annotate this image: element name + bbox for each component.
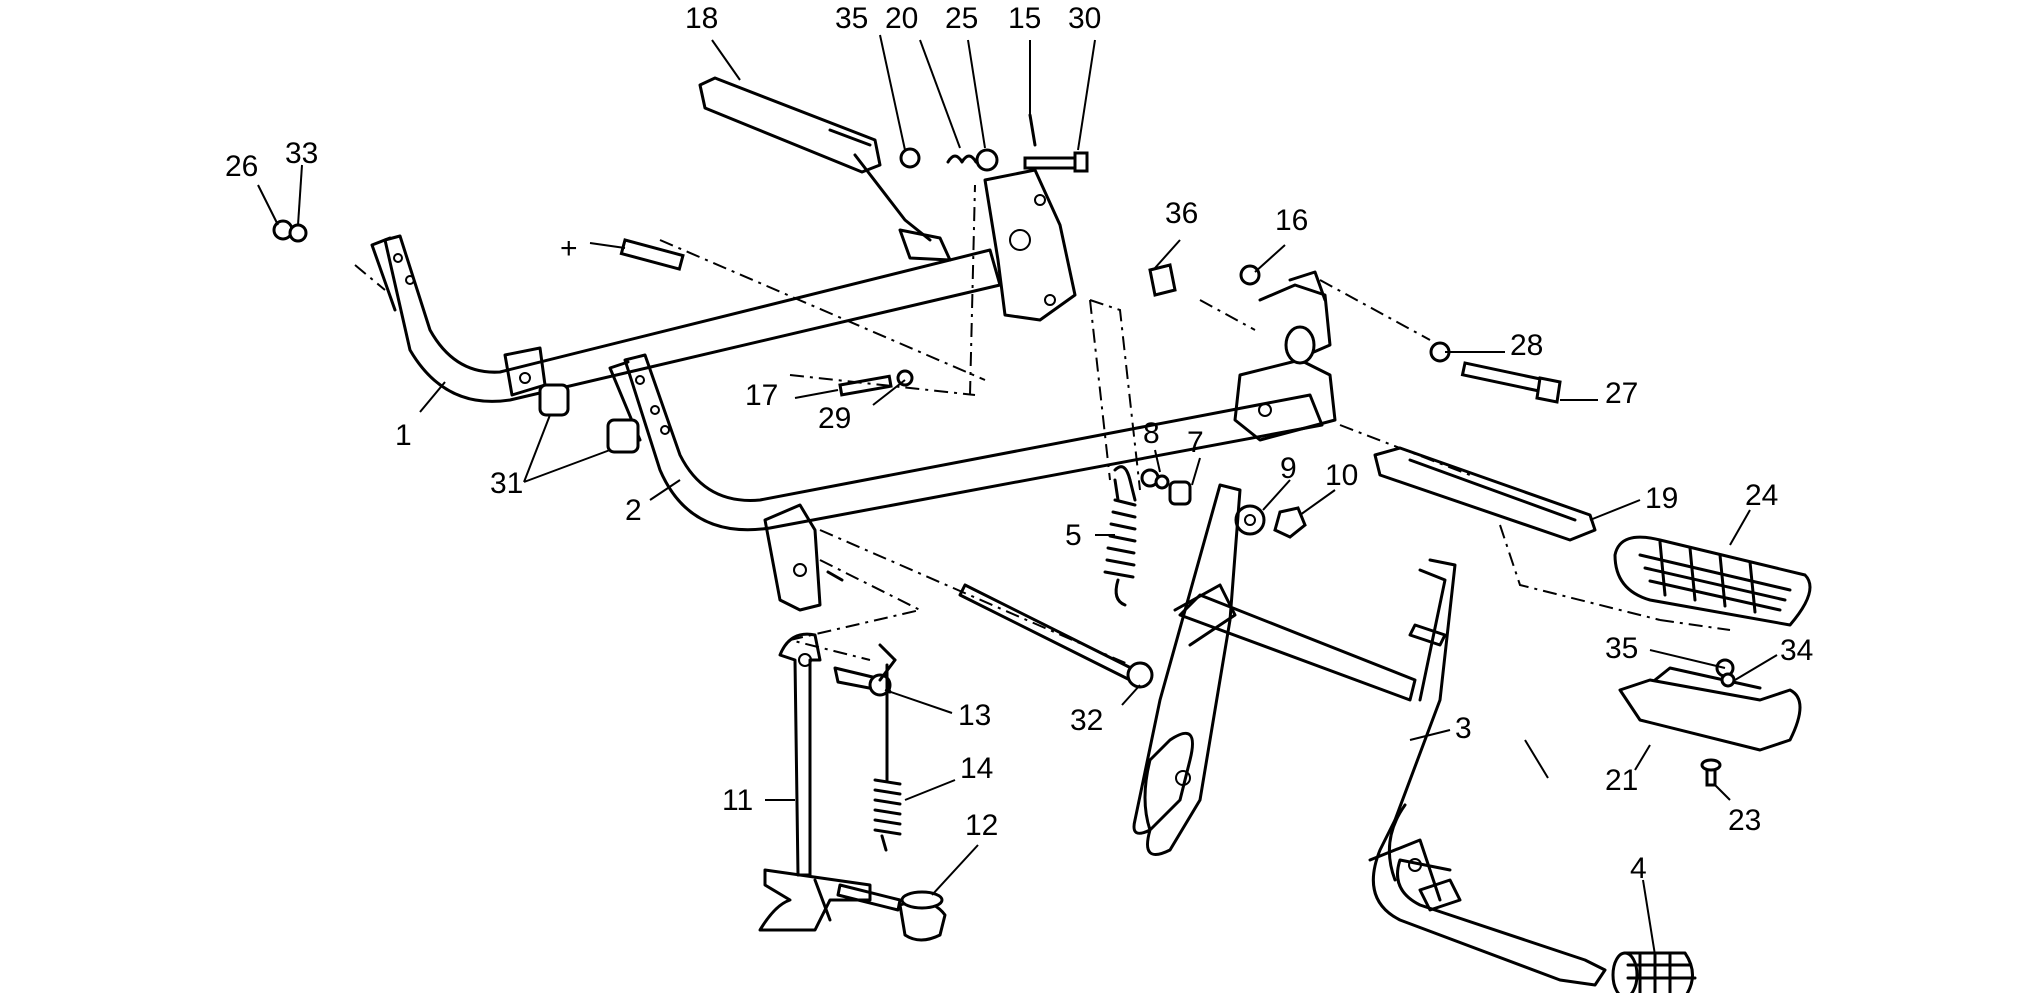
callout-4: 4	[1630, 852, 1647, 885]
callout-34: 34	[1780, 634, 1813, 667]
callout-33: 33	[285, 137, 318, 170]
callout-13: 13	[958, 699, 991, 732]
callout-20: 20	[885, 2, 918, 35]
callout-15: 15	[1008, 2, 1041, 35]
leader-lines	[257, 34, 1778, 956]
callout-2: 2	[625, 494, 642, 527]
callout-31: 31	[490, 467, 523, 500]
stand-spring	[873, 663, 902, 852]
callout-1: 1	[395, 419, 412, 452]
footpeg-base	[1618, 658, 1802, 787]
callout-labels: 18 35 20 25 15 30 26 33 + 36 16 28 27 17…	[225, 2, 1813, 885]
callout-32: 32	[1070, 704, 1103, 737]
rear-footrest-right	[1373, 446, 1597, 542]
stand-rubber-cap	[898, 890, 947, 942]
long-bolt	[826, 570, 1154, 689]
callout-16: 16	[1275, 204, 1308, 237]
callout-plus: +	[560, 232, 578, 265]
callout-8: 8	[1143, 417, 1160, 450]
callout-30: 30	[1068, 2, 1101, 35]
hardware-top	[272, 113, 1562, 454]
callout-35-top: 35	[835, 2, 868, 35]
right-bracket	[983, 168, 1337, 442]
centre-stand	[1132, 483, 1607, 987]
callout-14: 14	[960, 752, 993, 785]
callout-12: 12	[965, 809, 998, 842]
rear-footrest-left	[698, 76, 952, 262]
callout-28: 28	[1510, 329, 1543, 362]
callout-21: 21	[1605, 764, 1638, 797]
callout-24: 24	[1745, 479, 1778, 512]
callout-36: 36	[1165, 197, 1198, 230]
callout-10: 10	[1325, 459, 1358, 492]
callout-17: 17	[745, 379, 778, 412]
callout-23: 23	[1728, 804, 1761, 837]
spring-part-5	[1103, 465, 1307, 607]
callout-18: 18	[685, 2, 718, 35]
callout-5: 5	[1065, 519, 1082, 552]
callout-29: 29	[818, 402, 851, 435]
callout-25: 25	[945, 2, 978, 35]
callout-19: 19	[1645, 482, 1678, 515]
callout-3: 3	[1455, 712, 1472, 745]
callout-27: 27	[1605, 377, 1638, 410]
footpeg-end-rubber	[1611, 951, 1697, 993]
callout-26: 26	[225, 150, 258, 183]
callout-9: 9	[1280, 452, 1297, 485]
footpeg-rubber	[1613, 535, 1812, 627]
side-stand	[758, 503, 902, 932]
callout-11: 11	[722, 784, 753, 817]
callout-35-right: 35	[1605, 632, 1638, 665]
callout-7: 7	[1187, 426, 1204, 459]
